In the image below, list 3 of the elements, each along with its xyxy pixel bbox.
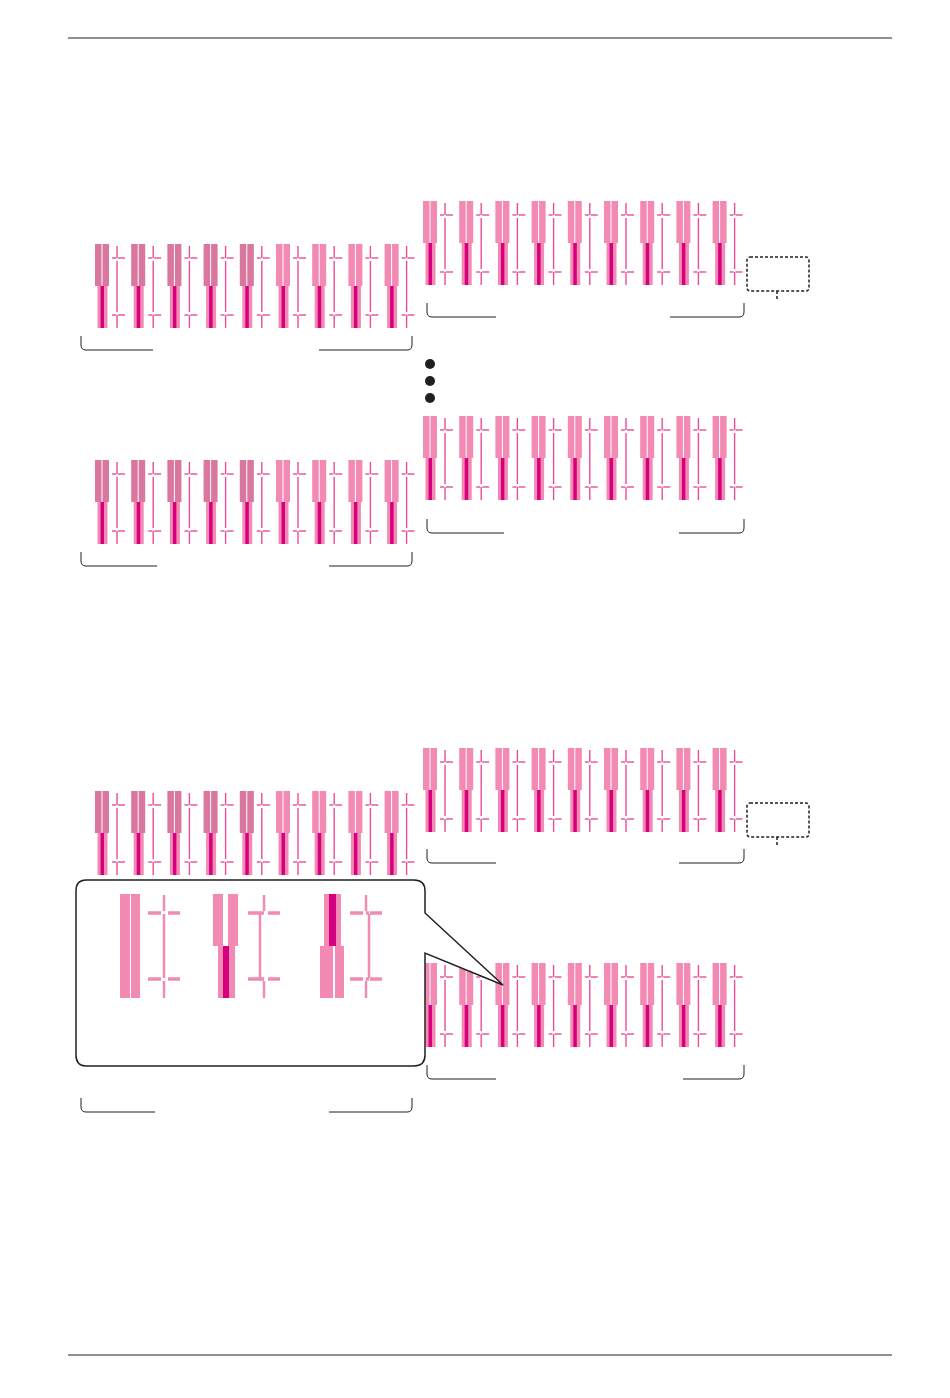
- dashed-label-box: [746, 802, 810, 848]
- callout-bubble: [75, 879, 505, 1067]
- dashed-label-box: [746, 256, 810, 302]
